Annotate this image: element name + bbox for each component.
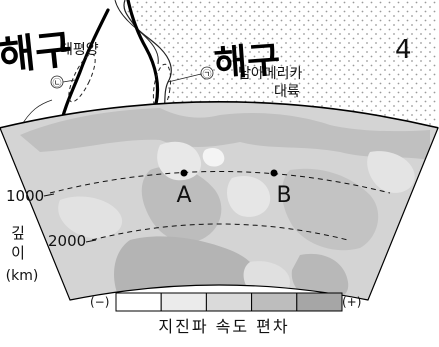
dashed-region-right	[152, 63, 172, 113]
marker-left: ㉡	[52, 78, 61, 89]
legend-swatch-4	[251, 292, 298, 312]
depth-line-2000	[91, 223, 349, 241]
anomaly-dark-right-low	[291, 253, 349, 300]
label-continent-line1: 남아메리카	[238, 66, 303, 82]
anomaly-dark-right	[281, 168, 379, 251]
point-b-label: B	[276, 183, 291, 208]
depth-tick-2000: 2000	[48, 232, 86, 250]
depth-axis: 1000 2000 깊 이 (km)	[6, 187, 97, 284]
legend-minus: (−)	[90, 295, 109, 309]
depth-label-unit: (km)	[6, 268, 39, 284]
legend-swatch-3	[205, 292, 253, 312]
depth-line-1000	[49, 171, 391, 194]
depth-label-line1: 깊	[11, 224, 25, 242]
point-b-dot	[270, 169, 278, 177]
panel-number: 4	[395, 35, 412, 65]
handwriting-right: 해구	[213, 39, 282, 85]
label-continent-line2: 대륙	[274, 84, 300, 100]
depth-tick-1000: 1000	[6, 187, 44, 205]
legend-title: 지진파 속도 편차	[158, 317, 289, 336]
section-outline	[0, 101, 439, 301]
depth-tick-2000-mark	[85, 239, 97, 243]
anomaly-dark-lower	[114, 236, 261, 300]
point-a-label: A	[176, 183, 191, 208]
legend-plus: (+)	[342, 295, 361, 309]
anomaly-light-d	[367, 151, 415, 193]
coastline	[123, 0, 172, 128]
marker-left-leader	[62, 79, 76, 83]
legend-swatch-2	[160, 292, 207, 312]
cross-section: A B	[0, 101, 439, 301]
anomaly-dark-mid	[141, 166, 222, 243]
depth-tick-1000-mark	[43, 193, 55, 197]
anomaly-dark-top	[20, 108, 430, 160]
label-pacific: 태평양	[60, 42, 99, 58]
point-a-dot	[180, 169, 188, 177]
legend-swatch-1	[115, 292, 162, 312]
plate-boundary-left	[58, 8, 110, 128]
marker-right-leader	[167, 73, 202, 83]
anomaly-light-a	[157, 141, 202, 181]
anomaly-light-b	[227, 176, 271, 217]
dashed-region-left	[68, 53, 96, 103]
anomaly-light-e	[202, 148, 225, 167]
legend-color-scale	[115, 292, 343, 312]
handwriting-left: 해구	[0, 27, 74, 80]
legend-swatch-5	[296, 292, 343, 312]
marker-right: ㉠	[202, 69, 211, 80]
continent-land	[123, 0, 438, 128]
legend: (−) (+) 지진파 속도 편차	[90, 292, 361, 336]
anomaly-light-c	[58, 196, 123, 239]
marker-circle-right	[200, 66, 214, 80]
depth-label-line2: 이	[11, 244, 25, 262]
